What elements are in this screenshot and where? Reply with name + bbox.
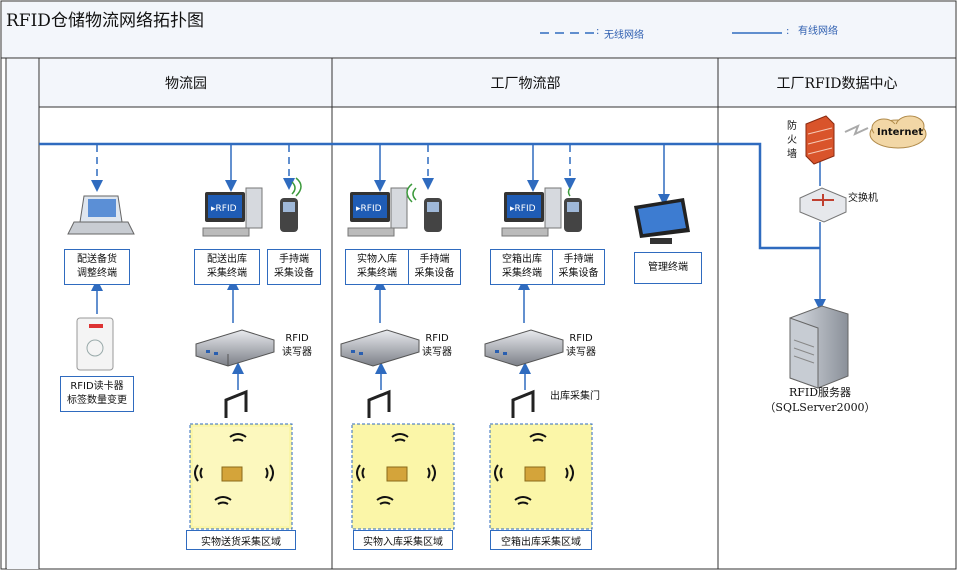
monitor-icon [634, 198, 690, 244]
desktop-pc-icon-2: ▸RFID [347, 187, 408, 237]
svg-text:▸RFID: ▸RFID [211, 204, 237, 214]
internet-label: Internet [877, 127, 924, 138]
legend-wireless-prefix: : [596, 26, 600, 37]
switch-icon [799, 187, 847, 223]
gate-antenna-icon-1 [224, 389, 248, 418]
zone-1 [189, 423, 293, 530]
zone-3 [489, 423, 593, 530]
zone-label-3: 空箱出库采集区域 [490, 530, 592, 550]
server-icon [789, 305, 849, 389]
desktop-pc-icon-1: ▸RFID [202, 187, 263, 237]
gate-antenna-icon-2 [367, 389, 391, 418]
legend-wired-prefix: : [786, 26, 790, 37]
svg-text:▸RFID: ▸RFID [356, 204, 382, 214]
card-reader-label: RFID读卡器标签数量变更 [60, 376, 134, 412]
server-label: RFID服务器（SQLServer2000） [764, 386, 876, 414]
column-header-wuliuyuan: 物流园 [165, 76, 207, 92]
internet-cloud-icon [869, 115, 927, 149]
legend-wired-label: 有线网络 [798, 26, 838, 37]
handheld-icon-3 [564, 187, 582, 232]
terminal-shiwu-ruku: 实物入库采集终端 [345, 249, 409, 285]
card-reader-icon [76, 317, 114, 371]
rfid-reader-icon-1 [195, 329, 275, 367]
terminal-handheld-3: 手持端采集设备 [552, 249, 605, 285]
header-band [2, 2, 955, 58]
terminal-handheld-2: 手持端采集设备 [408, 249, 461, 285]
backbone-line [39, 142, 820, 250]
column-header-gongchang: 工厂物流部 [490, 76, 561, 92]
terminal-peisong-chuku: 配送出库采集终端 [194, 249, 260, 285]
laptop-icon [67, 195, 135, 235]
svg-text:▸RFID: ▸RFID [510, 204, 536, 214]
firewall-icon [805, 115, 835, 165]
firewall-label: 防火墙 [787, 121, 797, 160]
desktop-pc-icon-3: ▸RFID [501, 187, 562, 237]
handheld-icon-2 [406, 183, 442, 232]
terminal-peisong-beihuo: 配送备货调整终端 [64, 249, 130, 285]
gate-antenna-icon-3 [511, 389, 535, 418]
column-header-datacenter: 工厂RFID数据中心 [776, 76, 898, 92]
lightning-icon [844, 124, 869, 136]
legend-wireless-label: 无线网络 [604, 30, 644, 41]
terminal-kongxiang-chuku: 空箱出库采集终端 [490, 249, 554, 285]
zone-label-1: 实物送货采集区域 [186, 530, 296, 550]
gate-label: 出库采集门 [550, 391, 600, 402]
switch-label: 交换机 [848, 193, 878, 204]
terminal-handheld-1: 手持端采集设备 [267, 249, 321, 285]
terminal-guanli: 管理终端 [634, 252, 702, 284]
handheld-icon-1 [280, 177, 302, 232]
zone-2 [351, 423, 455, 530]
rfid-reader-icon-3 [484, 329, 564, 367]
page-title: RFID仓储物流网络拓扑图 [6, 11, 204, 31]
rfid-reader-icon-2 [340, 329, 420, 367]
zone-label-2: 实物入库采集区域 [353, 530, 453, 550]
